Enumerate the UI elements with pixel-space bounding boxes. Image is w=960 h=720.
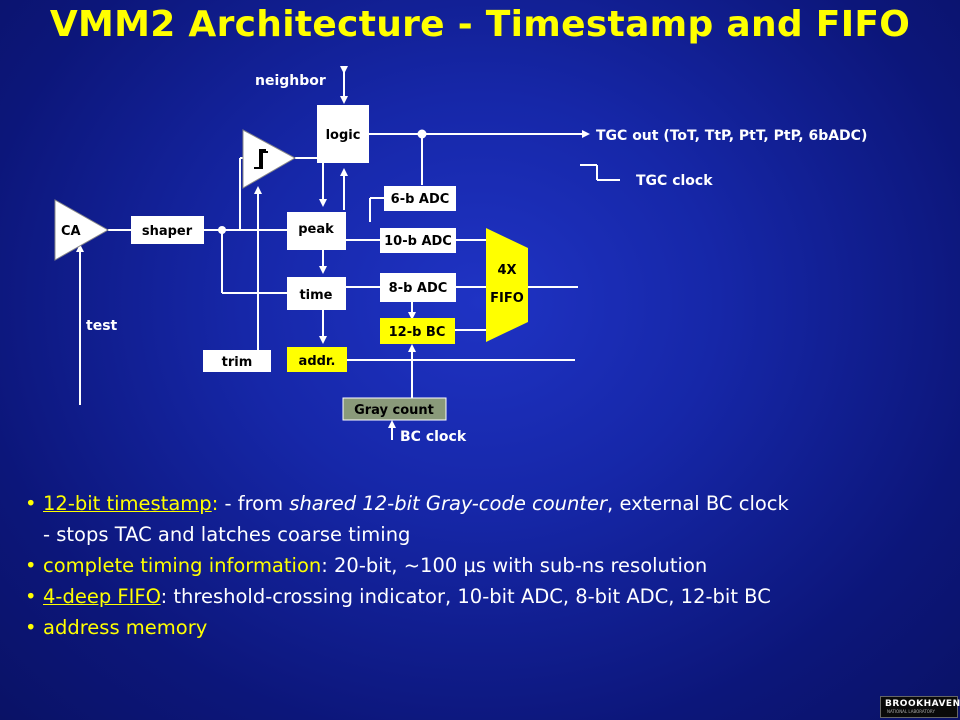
time-box <box>287 277 346 310</box>
bc12-label: 12-b BC <box>389 325 446 340</box>
hysteresis-icon <box>254 149 268 169</box>
logic-box <box>317 105 369 163</box>
fifo-label-2: FIFO <box>490 291 524 306</box>
shaper-box <box>131 216 204 244</box>
tgc-out-label: TGC out (ToT, TtP, PtT, PtP, 6bADC) <box>596 128 867 144</box>
architecture-diagram: CA shaper logic peak time trim addr. 6-b… <box>54 66 867 445</box>
ca-label: CA <box>61 224 81 239</box>
bullet-item-timestamp-cont: - stops TAC and latches coarse timing <box>43 523 411 546</box>
discriminator <box>242 129 297 189</box>
bc12-box <box>380 318 455 344</box>
bullet-item-address: • address memory <box>25 612 945 643</box>
brookhaven-logo: BROOKHAVEN NATIONAL LABORATORY <box>880 696 960 718</box>
test-label: test <box>86 318 118 334</box>
peak-box <box>287 212 346 250</box>
adc8-box <box>380 273 456 302</box>
logic-label: logic <box>326 128 361 143</box>
bullet-dot: • <box>25 585 37 608</box>
bc-clock-label: BC clock <box>400 429 467 445</box>
address-heading: address memory <box>43 616 208 639</box>
junction-dot <box>218 226 226 234</box>
shaper-label: shaper <box>142 224 193 239</box>
addr-label: addr. <box>299 354 336 369</box>
timestamp-heading: 12-bit timestamp <box>43 492 212 515</box>
trim-box <box>203 350 271 372</box>
bullet-dot: • <box>25 554 37 577</box>
adc6-label: 6-b ADC <box>391 192 450 207</box>
bullet-item-timestamp: • 12-bit timestamp: - from shared 12-bit… <box>25 488 945 519</box>
fifo-label-1: 4X <box>497 263 516 278</box>
adc8-label: 8-b ADC <box>389 281 448 296</box>
neighbor-label: neighbor <box>255 73 326 89</box>
page-title: VMM2 Architecture - Timestamp and FIFO <box>49 4 911 45</box>
bullet-item-fifo: • 4-deep FIFO: threshold-crossing indica… <box>25 581 945 612</box>
addr-box <box>287 347 347 372</box>
trim-label: trim <box>222 355 253 370</box>
adc6-box <box>384 186 456 211</box>
adc10-box <box>380 228 456 253</box>
gray-count-box <box>342 397 447 421</box>
adc10-label: 10-b ADC <box>384 234 452 249</box>
bullet-dot: • <box>25 492 37 515</box>
bullet-dot: • <box>25 616 37 639</box>
junction-dot <box>417 129 427 139</box>
peak-label: peak <box>298 222 334 237</box>
wires <box>76 66 620 440</box>
timing-heading: complete timing information <box>43 554 322 577</box>
fifo-heading: 4-deep FIFO <box>43 585 161 608</box>
ca-amplifier <box>54 199 110 261</box>
tgc-clock-label: TGC clock <box>636 173 713 189</box>
bullet-list: • 12-bit timestamp: - from shared 12-bit… <box>25 488 945 643</box>
time-label: time <box>299 288 332 303</box>
gray-count-label: Gray count <box>354 403 434 418</box>
bullet-item-timing: • complete timing information: 20-bit, ~… <box>25 550 945 581</box>
fifo-block <box>486 228 528 342</box>
